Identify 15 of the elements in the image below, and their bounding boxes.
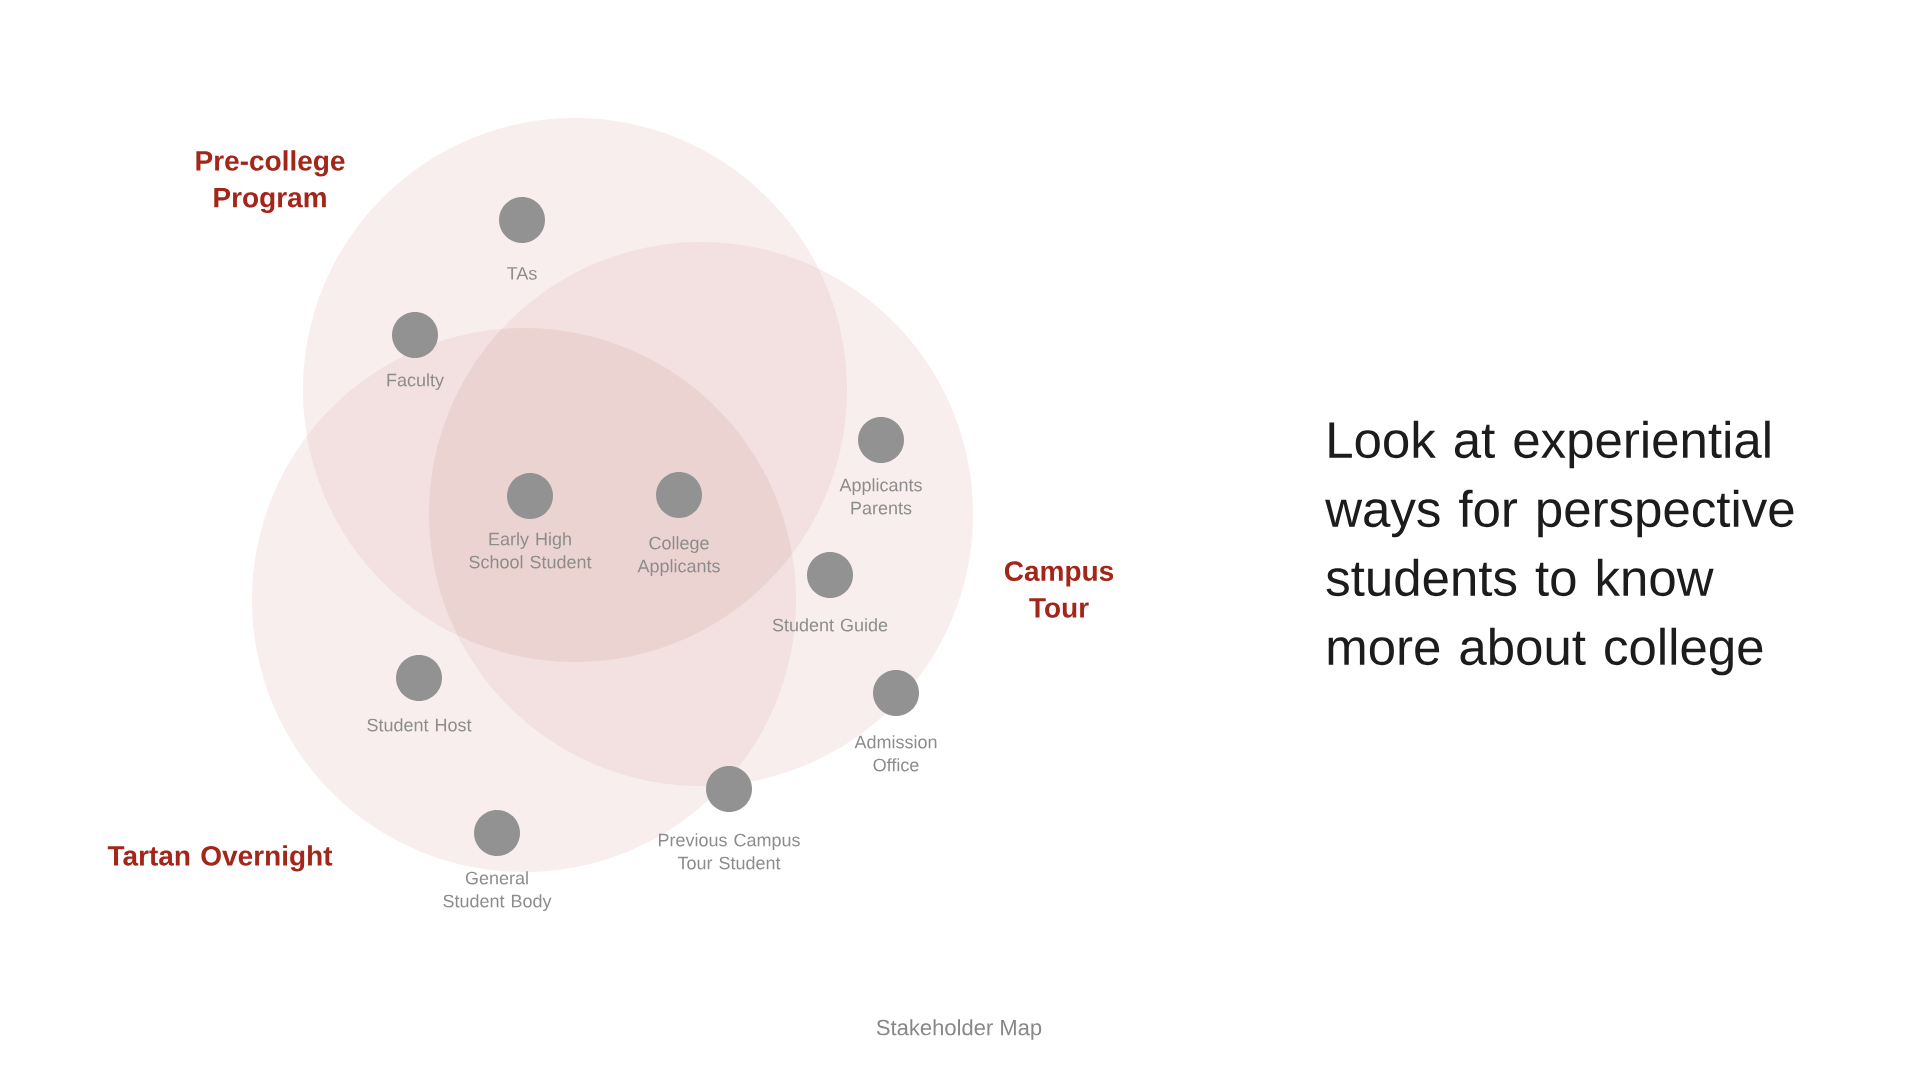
stakeholder-label: Applicants Parents (839, 478, 922, 515)
stakeholder-label: Student Guide (772, 618, 888, 632)
circle-heading: Campus Tour (1004, 561, 1114, 618)
stakeholder-label: Early High School Student (469, 532, 592, 569)
stakeholder-label: Admission Office (854, 735, 937, 772)
stakeholder-label: College Applicants (637, 536, 720, 576)
stakeholder-label: General Student Body (443, 871, 552, 911)
circle-heading: Pre-college Program (196, 150, 345, 214)
stakeholder-label: Previous Campus Tour Student (658, 833, 800, 870)
stakeholder-label: Faculty (387, 373, 444, 390)
circle-heading: Tartan Overnight (107, 845, 333, 872)
caption: Stakeholder Map (876, 1019, 1042, 1040)
stakeholder-label: Student Host (367, 718, 472, 732)
stakeholder-label: TAs (507, 267, 537, 280)
statement-text: Look at experiential ways for perspective students to know more about college (1325, 420, 1794, 676)
